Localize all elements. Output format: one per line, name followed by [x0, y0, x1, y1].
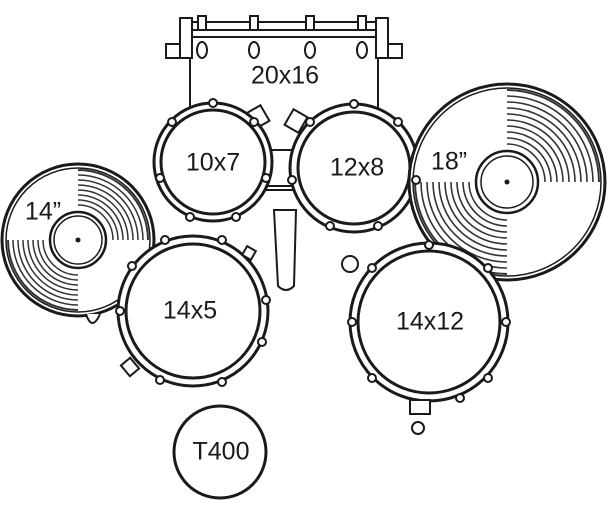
bass-drum-lugs	[196, 15, 368, 59]
tom-12x8	[288, 102, 420, 234]
cymbal-14	[0, 162, 156, 324]
label-snare: 14x5	[162, 296, 218, 325]
throne-t400	[172, 404, 268, 500]
label-throne: T400	[192, 437, 250, 466]
cymbal-18-grooves	[414, 89, 600, 275]
drum-lugs	[115, 98, 511, 403]
floor-tom-14x12	[341, 241, 510, 435]
label-floor-tom: 14x12	[395, 307, 465, 336]
snare-14x5	[116, 234, 270, 388]
label-tom-12x8: 12x8	[329, 153, 385, 182]
tom-10x7	[152, 101, 274, 223]
label-cymbal-18: 18”	[430, 147, 468, 176]
label-cymbal-14: 14”	[24, 197, 62, 226]
label-bass-drum: 20x16	[250, 61, 320, 90]
bass-pedal	[272, 209, 298, 291]
cymbal-14-grooves	[7, 169, 149, 311]
cymbal-18	[407, 82, 607, 282]
label-tom-10x7: 10x7	[185, 148, 241, 177]
